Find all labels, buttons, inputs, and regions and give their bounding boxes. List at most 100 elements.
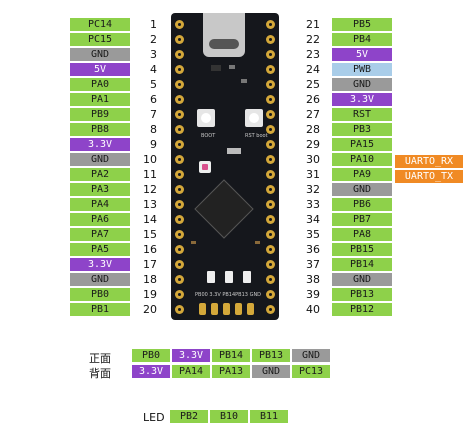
status-led-icon	[225, 271, 233, 283]
left-pin-number: 2	[150, 33, 157, 46]
header-pad-icon	[211, 303, 218, 315]
right-pin-number: 23	[306, 48, 320, 61]
left-pin-label: PA0	[70, 78, 130, 91]
right-pin-label: PB5	[332, 18, 392, 31]
left-pin-number: 20	[143, 303, 157, 316]
rst-button[interactable]	[245, 109, 263, 127]
left-pin-label: PC14	[70, 18, 130, 31]
right-pin-number: 37	[306, 258, 320, 271]
pin-pad-icon	[175, 65, 184, 74]
pin-pad-icon	[175, 245, 184, 254]
uart-rx-label: UARTO_RX	[395, 155, 463, 168]
led_row-pin-label: B11	[250, 410, 288, 423]
front_row-pin-label: PB13	[252, 349, 290, 362]
dev-board: BOOT RST boot PB00 3.3V PB14PB13 GND	[171, 13, 279, 320]
header-pad-icon	[223, 303, 230, 315]
left-pin-label: PB8	[70, 123, 130, 136]
pin-pad-icon	[175, 95, 184, 104]
front_row-pin-label: PB14	[212, 349, 250, 362]
right-pin-number: 32	[306, 183, 320, 196]
right-pin-number: 40	[306, 303, 320, 316]
led_row-pin-label: B10	[210, 410, 248, 423]
right-pin-number: 21	[306, 18, 320, 31]
right-pin-label: PB13	[332, 288, 392, 301]
pin-pad-icon	[266, 200, 275, 209]
pin-pad-icon	[266, 170, 275, 179]
pin-pad-icon	[175, 305, 184, 314]
left-pin-number: 7	[150, 108, 157, 121]
back_row-pin-label: 3.3V	[132, 365, 170, 378]
usb-c-connector-icon	[203, 13, 245, 57]
back_row-pin-label: PA14	[172, 365, 210, 378]
right-pin-label: PB6	[332, 198, 392, 211]
right-pin-number: 22	[306, 33, 320, 46]
right-pin-label: GND	[332, 273, 392, 286]
left-pin-number: 17	[143, 258, 157, 271]
back_row-pin-label: PA13	[212, 365, 250, 378]
left-pin-label: GND	[70, 48, 130, 61]
left-pin-label: PA1	[70, 93, 130, 106]
led_row-pin-label: PB2	[170, 410, 208, 423]
uart-tx-label: UARTO_TX	[395, 170, 463, 183]
left-pin-label: PA2	[70, 168, 130, 181]
pin-pad-icon	[266, 65, 275, 74]
pin-pad-icon	[266, 125, 275, 134]
left-pin-number: 11	[143, 168, 157, 181]
left-pin-label: PA3	[70, 183, 130, 196]
pin-pad-icon	[266, 95, 275, 104]
pin-pad-icon	[266, 245, 275, 254]
left-pin-label: GND	[70, 273, 130, 286]
right-pin-label: PB12	[332, 303, 392, 316]
left-pin-label: PA6	[70, 213, 130, 226]
left-pin-number: 14	[143, 213, 157, 226]
left-pin-number: 15	[143, 228, 157, 241]
led-row-title: LED	[143, 411, 165, 424]
pin-pad-icon	[175, 35, 184, 44]
pin-pad-icon	[266, 260, 275, 269]
pin-pad-icon	[175, 110, 184, 119]
right-pin-number: 29	[306, 138, 320, 151]
right-pin-label: PB15	[332, 243, 392, 256]
left-pin-number: 10	[143, 153, 157, 166]
boot-button[interactable]	[197, 109, 215, 127]
pin-pad-icon	[175, 200, 184, 209]
header-pad-icon	[235, 303, 242, 315]
left-pin-number: 4	[150, 63, 157, 76]
right-pin-label: PB3	[332, 123, 392, 136]
left-pin-label: PB1	[70, 303, 130, 316]
back_row-pin-label: GND	[252, 365, 290, 378]
right-pin-number: 38	[306, 273, 320, 286]
right-pin-label: PWB	[332, 63, 392, 76]
right-pin-label: 3.3V	[332, 93, 392, 106]
pin-pad-icon	[266, 275, 275, 284]
right-pin-label: PB7	[332, 213, 392, 226]
resistor-icon	[241, 79, 247, 83]
right-pin-label: PA10	[332, 153, 392, 166]
left-pin-number: 3	[150, 48, 157, 61]
pin-pad-icon	[266, 290, 275, 299]
left-pin-label: 3.3V	[70, 138, 130, 151]
pin-pad-icon	[175, 215, 184, 224]
right-pin-label: GND	[332, 183, 392, 196]
left-pin-label: PA7	[70, 228, 130, 241]
crystal-icon	[227, 148, 241, 154]
right-pin-number: 33	[306, 198, 320, 211]
left-pin-label: 5V	[70, 63, 130, 76]
left-pin-number: 13	[143, 198, 157, 211]
header-pad-icon	[247, 303, 254, 315]
left-pin-label: PC15	[70, 33, 130, 46]
pin-pad-icon	[175, 155, 184, 164]
left-pin-number: 5	[150, 78, 157, 91]
mcu-chip-icon	[194, 179, 254, 239]
left-pin-number: 19	[143, 288, 157, 301]
rst-label: RST boot	[245, 133, 268, 139]
right-pin-number: 39	[306, 288, 320, 301]
pin-pad-icon	[266, 155, 275, 164]
left-pin-label: GND	[70, 153, 130, 166]
status-led-icon	[207, 271, 215, 283]
front_row-pin-label: 3.3V	[172, 349, 210, 362]
pin-pad-icon	[175, 50, 184, 59]
left-pin-label: PA4	[70, 198, 130, 211]
pin-pad-icon	[266, 185, 275, 194]
pin-pad-icon	[266, 230, 275, 239]
